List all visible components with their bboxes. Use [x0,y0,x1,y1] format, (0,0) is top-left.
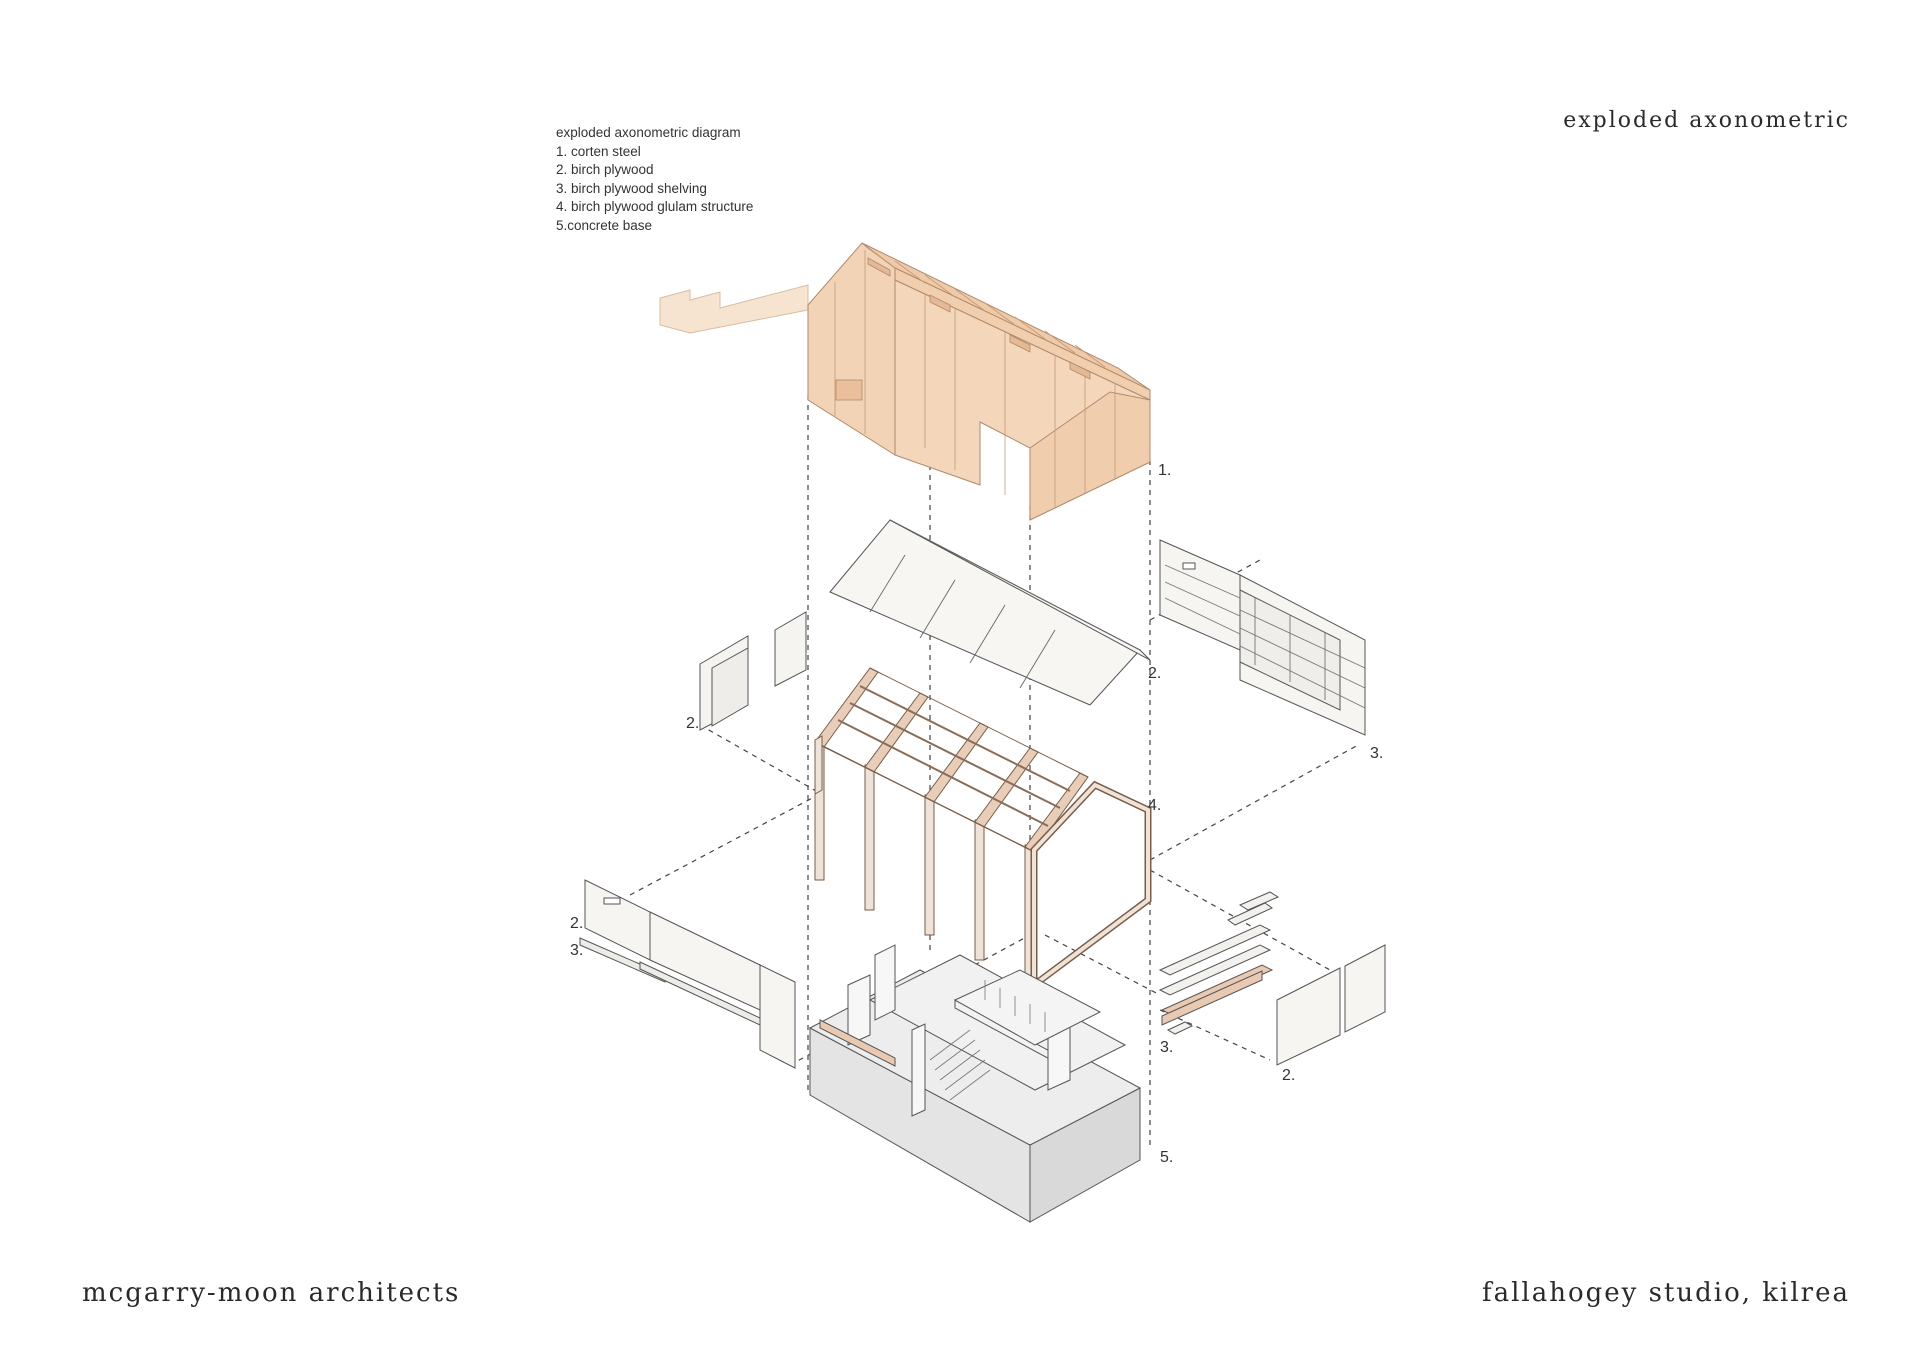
callout-3-right-upper: 3. [1370,745,1383,762]
material-legend: exploded axonometric diagram 1. corten s… [556,124,753,236]
callout-3-left-lower: 3. [570,942,583,959]
project-name: fallahogey studio, kilrea [1481,1278,1850,1308]
callout-2-right-lower: 2. [1282,1067,1295,1084]
architect-name: mcgarry-moon architects [82,1278,461,1308]
callout-1: 1. [1158,462,1171,479]
plywood-roof-panels [829,519,1151,706]
legend-item-concrete: 5.concrete base [556,217,653,233]
callout-4: 4. [1148,797,1161,814]
legend-item-shelving: 3. birch plywood shelving [556,180,707,196]
plywood-wall-panels-right-lower [1276,944,1386,1066]
callout-2-left-upper: 2. [686,715,699,732]
concrete-base [808,944,1142,1223]
callout-3-right-lower: 3. [1160,1039,1173,1056]
glulam-structure [814,667,1152,988]
legend-item-glulam: 4. birch plywood glulam structure [556,199,754,215]
callout-2-roof: 2. [1148,665,1161,682]
shelving-right-lower [1158,891,1280,1035]
callout-2-left-lower: 2. [570,915,583,932]
legend-item-plywood: 2. birch plywood [556,162,654,178]
plywood-wall-panels-left-upper [699,611,807,731]
shelving-wall-right-upper [1159,539,1366,736]
shelving-wall-left-lower [579,879,796,1069]
callout-5: 5. [1160,1149,1173,1166]
legend-item-corten: 1. corten steel [556,143,641,159]
legend-heading: exploded axonometric diagram [556,125,741,140]
corten-steel-shell [659,242,1151,521]
sheet-title: exploded axonometric [1563,108,1850,133]
